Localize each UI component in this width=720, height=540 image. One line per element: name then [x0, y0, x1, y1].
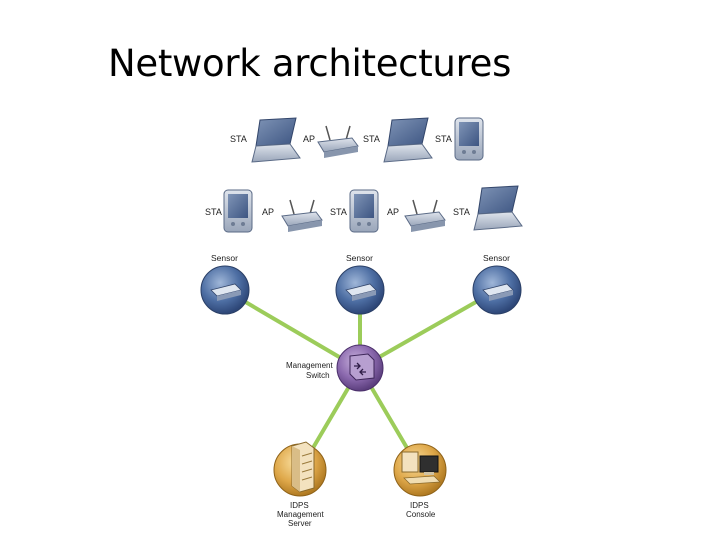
wireless-row-top: STA AP STA STA	[230, 117, 484, 163]
server-label-line3: Server	[288, 519, 312, 528]
link-line	[358, 288, 499, 370]
console-label-line1: IDPS	[410, 501, 429, 510]
sensor-label: Sensor	[483, 253, 510, 263]
link-line	[223, 288, 360, 370]
access-point-icon	[317, 125, 359, 158]
sta-label: STA	[435, 134, 452, 144]
pda-icon	[349, 189, 379, 233]
sensor-device-icon	[482, 283, 514, 301]
sta-label: STA	[363, 134, 380, 144]
sensor-label: Sensor	[346, 253, 373, 263]
access-point-icon	[404, 199, 446, 232]
ap-label: AP	[303, 134, 315, 144]
sensor-node: Sensor	[472, 253, 522, 315]
idps-console-node: IDPS Console	[393, 443, 447, 519]
server-icon	[291, 441, 315, 493]
ap-label: AP	[387, 207, 399, 217]
ap-label: AP	[262, 207, 274, 217]
sta-label: STA	[330, 207, 347, 217]
workstation-icon	[401, 451, 441, 485]
sta-label: STA	[205, 207, 222, 217]
console-label-line2: Console	[406, 510, 436, 519]
server-label-line1: IDPS	[290, 501, 309, 510]
sensor-device-icon	[210, 283, 242, 301]
switch-label-line1: Management	[286, 361, 333, 370]
pda-icon	[454, 117, 484, 161]
sensor-device-icon	[345, 283, 377, 301]
sensor-node: Sensor	[200, 253, 250, 315]
switch-icon	[349, 353, 375, 381]
idps-server-node: IDPS Management Server	[273, 441, 327, 528]
slide-title: Network architectures	[108, 42, 512, 85]
laptop-icon	[383, 117, 433, 163]
access-point-icon	[281, 199, 323, 232]
management-switch-node: Management Switch	[286, 344, 384, 392]
laptop-icon	[251, 117, 301, 163]
switch-label-line2: Switch	[306, 371, 330, 380]
laptop-icon	[473, 185, 523, 231]
sensor-label: Sensor	[211, 253, 238, 263]
pda-icon	[223, 189, 253, 233]
sensor-node: Sensor	[335, 253, 385, 315]
wireless-row-bottom: STA AP STA AP STA	[205, 185, 523, 233]
sta-label: STA	[230, 134, 247, 144]
sta-label: STA	[453, 207, 470, 217]
server-label-line2: Management	[277, 510, 324, 519]
